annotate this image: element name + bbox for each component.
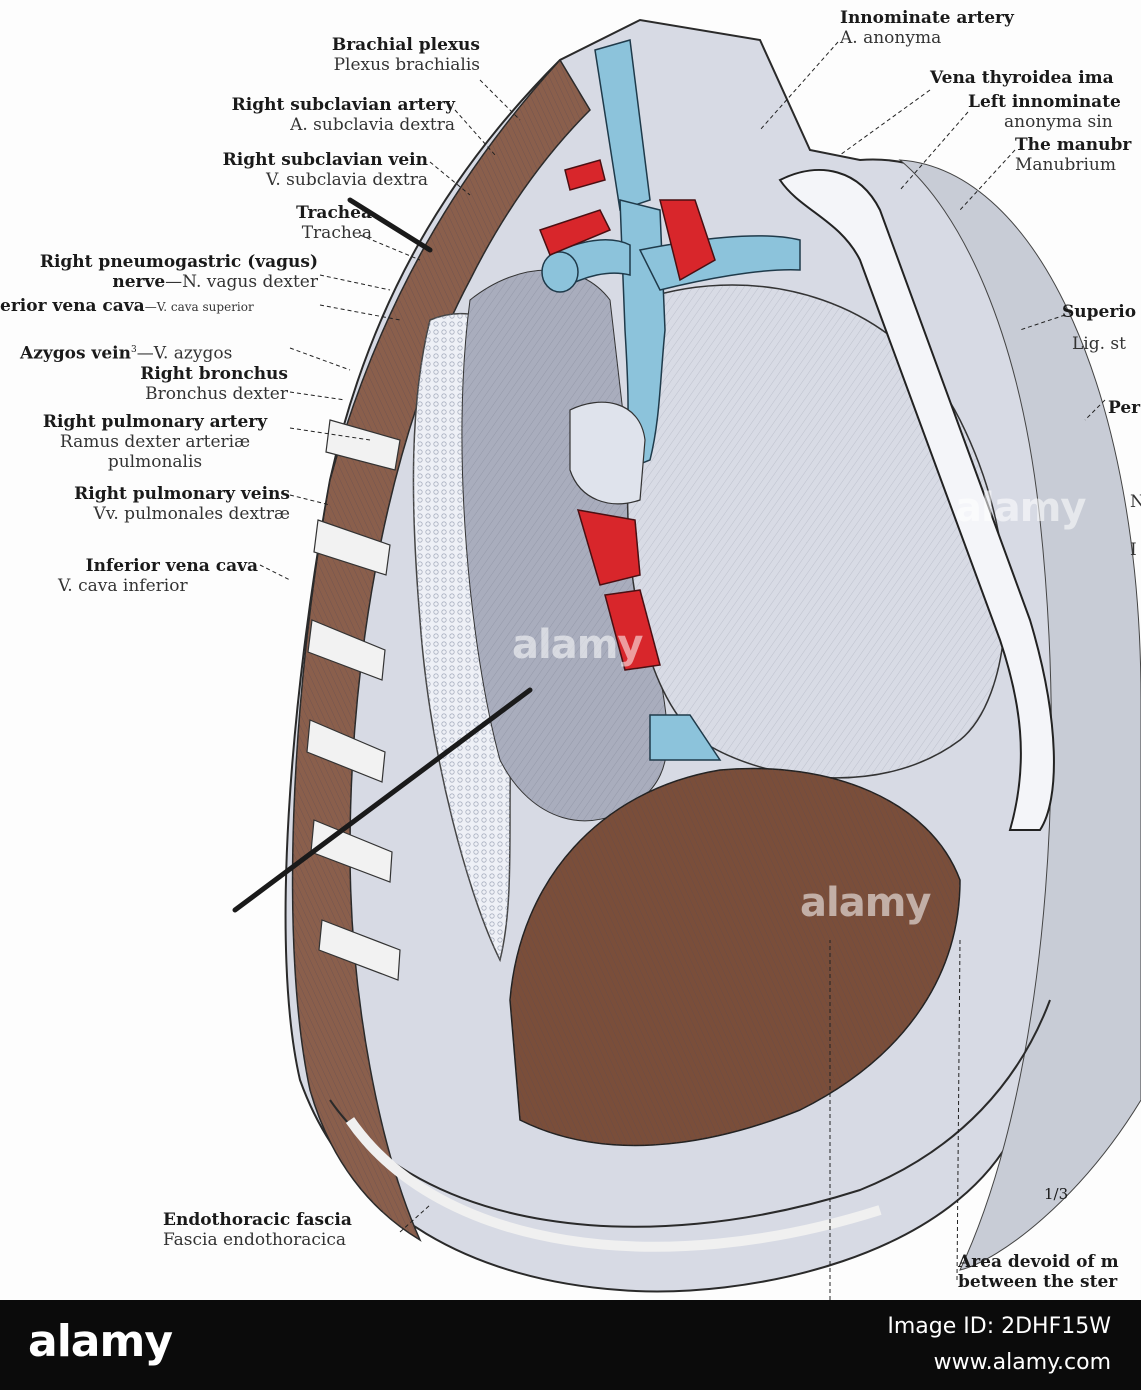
label-right-subclavian-vein: Right subclavian vein V. subclavia dextr…: [222, 150, 428, 190]
label-trachea: Trachea Trachea: [296, 203, 372, 243]
label-superior-right: Superio Lig. st: [1062, 302, 1137, 354]
label-inferior-vena-cava: Inferior vena cava V. cava inferior: [58, 556, 258, 596]
anatomical-plate: Innominate artery A. anonyma Brachial pl…: [0, 8, 1141, 1300]
label-endothoracic-fascia: Endothoracic fascia Fascia endothoracica: [163, 1210, 352, 1250]
label-edge-i: I: [1130, 540, 1137, 560]
sternum-reflected: [778, 169, 1055, 831]
watermark: alamy: [512, 622, 643, 668]
label-brachial-plexus: Brachial plexus Plexus brachialis: [331, 35, 480, 75]
label-left-innominate: Left innominate anonyma sin: [968, 92, 1121, 132]
label-right-vagus: Right pneumogastric (vagus) nerve—N. vag…: [39, 252, 318, 292]
brand-logo[interactable]: alamy: [28, 1316, 173, 1367]
label-right-pulmonary-artery: Right pulmonary artery Ramus dexter arte…: [42, 412, 268, 472]
label-vena-thyroidea: Vena thyroidea ima: [930, 68, 1114, 88]
label-right-bronchus: Right bronchus Bronchus dexter: [140, 364, 288, 404]
arteries: [539, 159, 716, 671]
label-area-devoid: Area devoid of m between the ster: [958, 1252, 1119, 1292]
label-right-subclavian-artery: Right subclavian artery A. subclavia dex…: [231, 95, 455, 135]
image-id: Image ID: 2DHF15W: [887, 1314, 1111, 1339]
right-flank-shading: [898, 159, 1141, 1271]
lower-probe: [232, 687, 533, 913]
ribs: [306, 419, 401, 981]
stock-footer: alamy Image ID: 2DHF15W www.alamy.com: [0, 1300, 1141, 1390]
label-pericardium: Per: [1108, 398, 1141, 418]
label-right-pulmonary-veins: Right pulmonary veins Vv. pulmonales dex…: [74, 484, 290, 524]
watermark: alamy: [800, 880, 931, 926]
label-azygos: Azygos vein3—V. azygos: [20, 343, 233, 364]
label-edge-n: N: [1130, 492, 1141, 512]
watermark: alamy: [955, 485, 1086, 531]
bronchus: [569, 401, 646, 505]
thorax-illustration: [232, 18, 1141, 1300]
label-innominate-artery: Innominate artery A. anonyma: [840, 8, 1014, 48]
label-manubrium: The manubr Manubrium: [1015, 135, 1132, 175]
leader-lines: [259, 41, 1106, 1300]
label-superior-vena-cava: erior vena cava—V. cava superior: [0, 296, 254, 316]
site-url[interactable]: www.alamy.com: [933, 1350, 1111, 1375]
scale-fraction: 1/3: [1044, 1185, 1069, 1203]
upper-probe: [347, 197, 433, 253]
